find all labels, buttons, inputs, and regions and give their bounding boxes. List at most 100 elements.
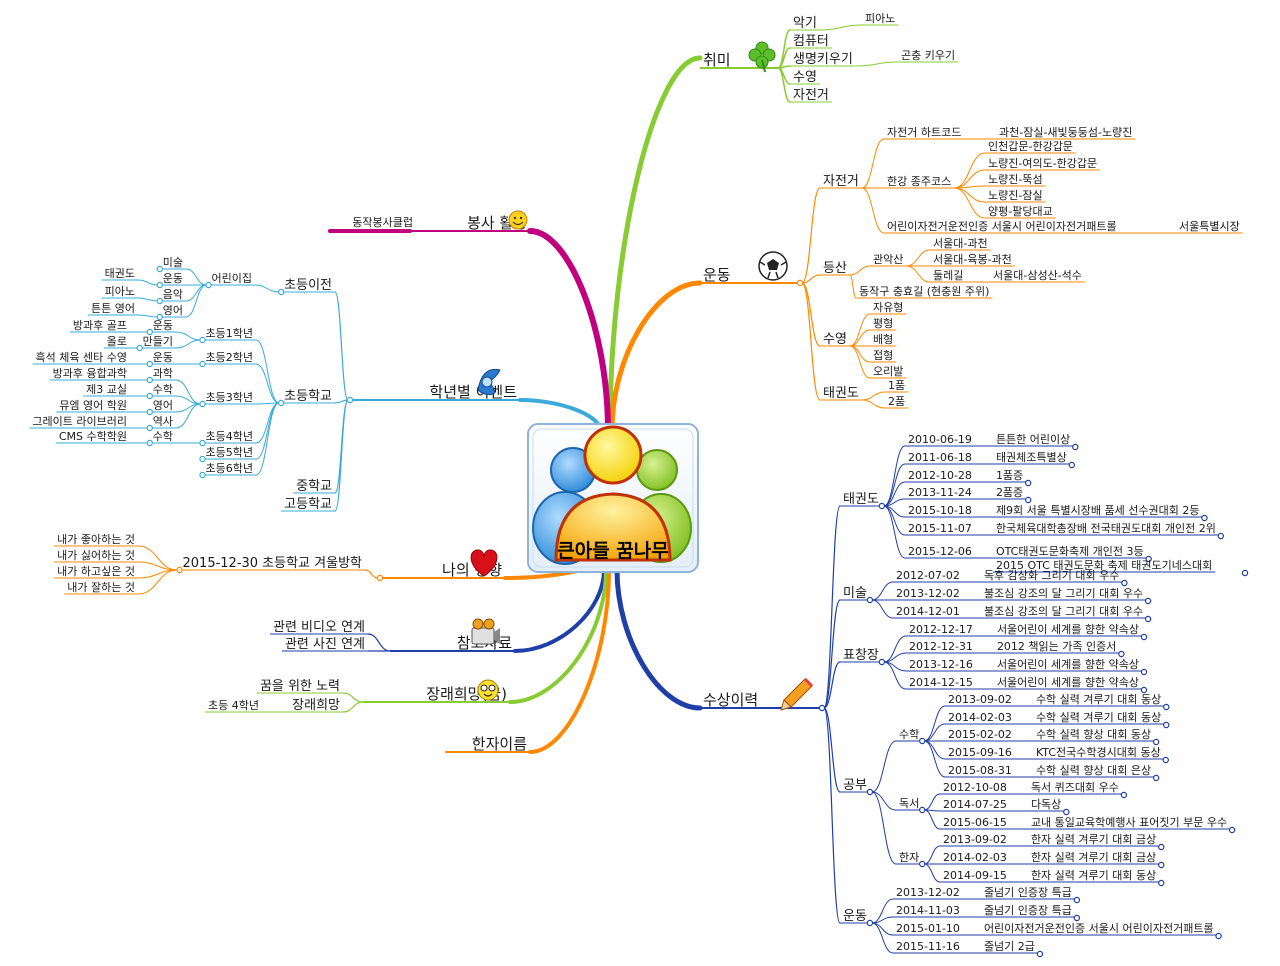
expand-handle[interactable]	[176, 566, 183, 574]
swim-style[interactable]: 오리발	[870, 365, 907, 379]
hobby-item[interactable]: 컴퓨터	[790, 34, 832, 49]
expand-handle[interactable]	[919, 737, 926, 745]
award-date[interactable]: 2014-02-03	[945, 711, 1015, 725]
expand-handle[interactable]	[1217, 532, 1225, 540]
award-date[interactable]: 2015-11-07	[905, 522, 975, 536]
award-date[interactable]: 2014-11-03	[893, 904, 963, 918]
expand-handle[interactable]	[1118, 650, 1125, 658]
pre-item[interactable]: 영어	[159, 304, 186, 318]
expand-handle[interactable]	[199, 360, 206, 368]
expand-handle[interactable]	[199, 471, 206, 479]
expand-handle[interactable]	[199, 400, 206, 408]
tkd-level[interactable]: 1품	[885, 379, 909, 393]
future-hope[interactable]: 장래희망	[289, 698, 343, 713]
grade-item[interactable]: 수학	[149, 430, 176, 444]
expand-handle[interactable]	[156, 297, 163, 305]
expand-handle[interactable]	[1228, 826, 1236, 834]
award-text[interactable]: 어린이자전거운전인증 서울시 어린이자전거패트롤	[980, 922, 1217, 936]
pre-item-child[interactable]: 피아노	[101, 285, 138, 299]
hobby-item[interactable]: 생명키우기	[790, 52, 856, 67]
grade-item-child[interactable]: 제3 교실	[83, 383, 130, 397]
grade-item[interactable]: 역사	[149, 415, 176, 429]
award-date[interactable]: 2014-12-15	[906, 676, 976, 690]
award-text[interactable]: 한자 실력 겨루기 대회 동상	[1027, 869, 1160, 883]
grade-item-child[interactable]: 올로	[103, 335, 130, 349]
award-date[interactable]: 2015-12-06	[905, 545, 975, 559]
expand-handle[interactable]	[1215, 932, 1222, 940]
bike-heart-route[interactable]: 과천-잠실-새빛둥둥섬-노량진	[996, 125, 1136, 140]
expand-handle[interactable]	[1140, 633, 1148, 641]
award-text[interactable]: 독후 감상화 그리기 대회 우수	[980, 569, 1123, 583]
grade-label[interactable]: 초등2학년	[202, 351, 256, 365]
branch-hanja-name-label[interactable]: 한자이름	[445, 735, 530, 753]
han-route[interactable]: 인천갑문-한강갑문	[985, 139, 1076, 154]
school-middle[interactable]: 중학교	[293, 479, 335, 494]
award-date[interactable]: 2014-07-25	[940, 798, 1010, 812]
expand-handle[interactable]	[1152, 738, 1160, 746]
bike-han-river[interactable]: 한강 종주코스	[884, 175, 955, 189]
award-text[interactable]: 2품증	[992, 486, 1027, 500]
award-text[interactable]: OTC태권도문화축제 개인전 3등	[992, 545, 1147, 559]
award-date[interactable]: 2014-02-03	[940, 851, 1010, 865]
grade-item-child[interactable]: 흑석 체육 센타 수영	[32, 350, 130, 365]
award-text[interactable]: 1품증	[992, 469, 1027, 483]
grade-label[interactable]: 초등1학년	[202, 327, 256, 341]
dullegil-route[interactable]: 서울대-삼성산-석수	[990, 269, 1085, 283]
award-date[interactable]: 2012-12-31	[906, 640, 976, 654]
expand-handle[interactable]	[796, 279, 804, 287]
expand-handle[interactable]	[1201, 514, 1208, 522]
award-date[interactable]: 2013-09-02	[940, 833, 1010, 847]
gwanak-route[interactable]: 서울대-과천	[930, 236, 991, 251]
award-date[interactable]: 2013-09-02	[945, 693, 1015, 707]
award-text[interactable]: 한자 실력 겨루기 대회 금상	[1027, 851, 1160, 865]
grade-item-child[interactable]: 방과후 골프	[69, 319, 130, 333]
pre-kinder[interactable]: 어린이집	[208, 272, 255, 286]
expand-handle[interactable]	[1158, 843, 1165, 851]
hobby-item[interactable]: 수영	[790, 70, 820, 85]
award-text[interactable]: 줄넘기 인증장 특급	[980, 904, 1075, 918]
expand-handle[interactable]	[1024, 496, 1032, 504]
hiking-dullegil[interactable]: 둘레길	[930, 269, 967, 283]
award-text[interactable]: 줄넘기 인증장 특급	[980, 886, 1075, 900]
grade-label[interactable]: 초등4학년	[202, 430, 256, 444]
expand-handle[interactable]	[1073, 914, 1081, 922]
award-text[interactable]: 한국체육대학총장배 전국태권도대회 개인전 2위	[992, 522, 1219, 536]
trait-item[interactable]: 내가 좋아하는 것	[54, 532, 138, 547]
trait-item[interactable]: 내가 잘하는 것	[64, 580, 138, 595]
award-date[interactable]: 2013-12-02	[893, 886, 963, 900]
expand-handle[interactable]	[1072, 443, 1079, 451]
pre-item[interactable]: 음악	[159, 288, 186, 302]
award-category[interactable]: 미술	[840, 586, 870, 601]
award-text[interactable]: 수학 실력 향상 대회 은상	[1032, 764, 1155, 778]
expand-handle[interactable]	[205, 281, 212, 289]
grade-item[interactable]: 운동	[149, 319, 176, 333]
ref-item[interactable]: 관련 비디오 연계	[270, 620, 368, 635]
award-category[interactable]: 운동	[840, 909, 870, 924]
expand-handle[interactable]	[1144, 597, 1152, 605]
expand-handle[interactable]	[1144, 615, 1152, 623]
central-topic[interactable]: 큰아들 꿈나무	[527, 423, 699, 573]
expand-handle[interactable]	[818, 704, 826, 712]
expand-handle[interactable]	[866, 919, 874, 927]
award-text[interactable]: 튼튼한 어린이상	[992, 433, 1074, 447]
future-hope-child[interactable]: 초등 4학년	[205, 699, 262, 713]
school-pre[interactable]: 초등이전	[281, 278, 335, 293]
expand-handle[interactable]	[1063, 808, 1070, 816]
award-text[interactable]: 줄넘기 2급	[980, 940, 1038, 954]
award-text[interactable]: 태권체조특별상	[992, 451, 1070, 465]
trait-date[interactable]: 2015-12-30 초등학교 겨울방학	[179, 556, 366, 571]
bongsa-club[interactable]: 동작봉사클럽	[352, 215, 415, 229]
swim-style[interactable]: 접형	[870, 349, 897, 363]
expand-handle[interactable]	[156, 281, 163, 289]
trait-item[interactable]: 내가 하고싶은 것	[54, 564, 138, 579]
award-text[interactable]: 제9회 서울 특별시장배 품세 선수권대회 2등	[992, 504, 1203, 518]
award-date[interactable]: 2015-09-16	[945, 746, 1015, 760]
gwanak-route[interactable]: 서울대-육봉-과천	[930, 252, 1015, 267]
award-date[interactable]: 2014-12-01	[893, 605, 963, 619]
award-study[interactable]: 공부	[840, 778, 870, 793]
award-date[interactable]: 2012-10-08	[940, 781, 1010, 795]
expand-handle[interactable]	[136, 344, 143, 352]
award-date[interactable]: 2015-11-16	[893, 940, 963, 954]
expand-handle[interactable]	[919, 806, 926, 814]
grade-item[interactable]: 운동	[149, 351, 176, 365]
